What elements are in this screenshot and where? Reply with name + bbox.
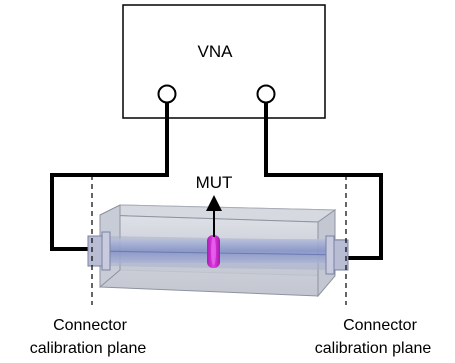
- right-cable: [264, 103, 383, 260]
- vna-box: VNA: [122, 4, 326, 119]
- mut-sample: [207, 235, 220, 268]
- right-calibration-label-line2: calibration plane: [315, 340, 432, 357]
- right-connector: [325, 235, 349, 275]
- port-1-icon: [157, 84, 177, 104]
- port-2-icon: [256, 84, 276, 104]
- vna-label: VNA: [198, 42, 234, 61]
- left-cable: [50, 103, 169, 251]
- mut-label: MUT: [196, 173, 233, 192]
- left-connector: [87, 231, 111, 271]
- left-calibration-label-line1: Connector: [53, 317, 127, 334]
- left-calibration-label-line2: calibration plane: [30, 340, 147, 357]
- right-calibration-label-line1: Connector: [343, 317, 417, 334]
